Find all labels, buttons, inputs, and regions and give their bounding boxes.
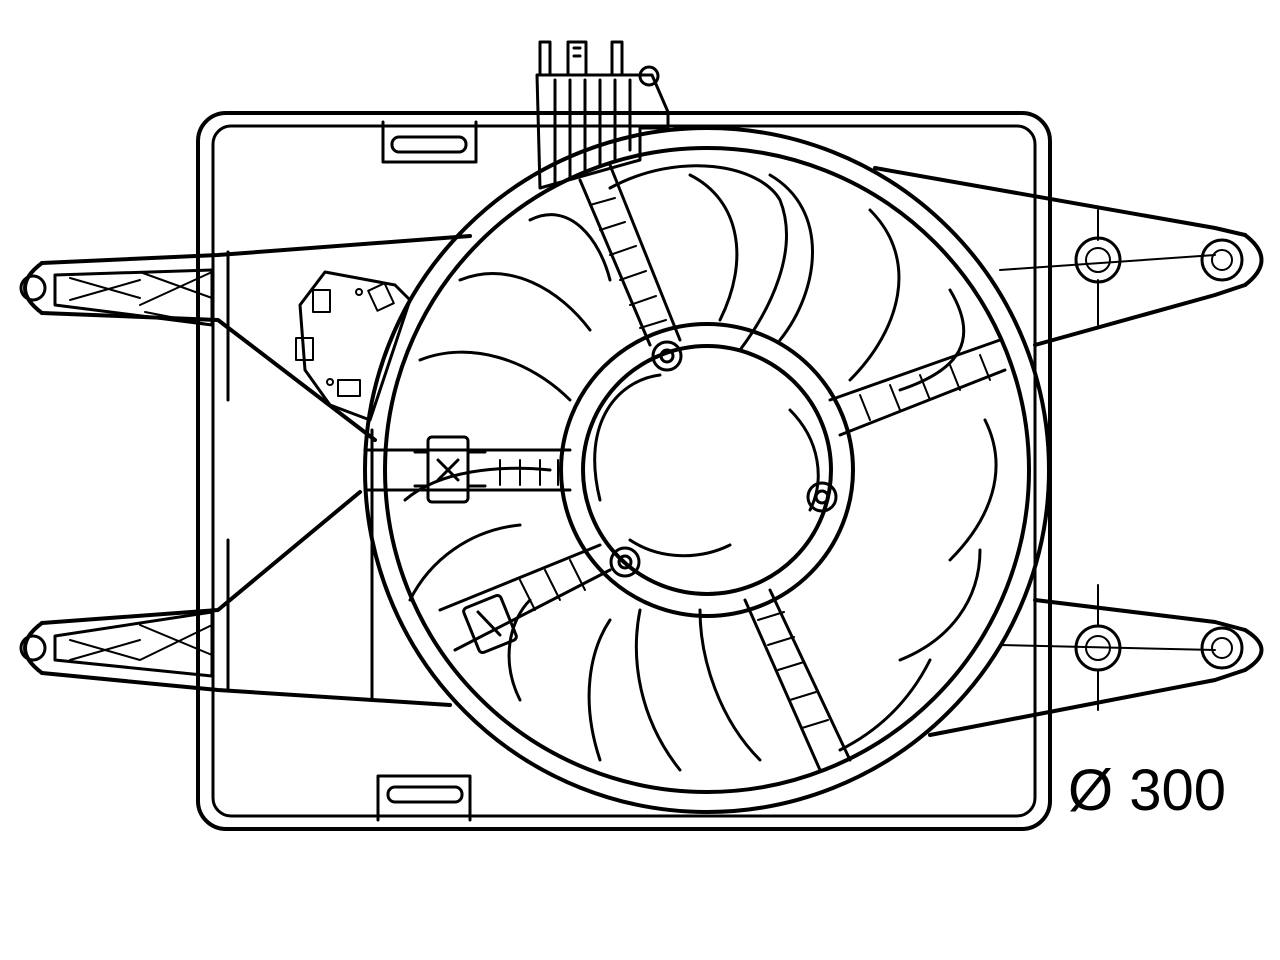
fan-ring [363, 126, 1051, 814]
fan-blades [403, 164, 998, 772]
shroud-struts [363, 163, 1007, 772]
left-lower-bracket [19, 490, 452, 707]
electrical-connector [535, 40, 670, 190]
diameter-label: Ø 300 [1068, 758, 1226, 823]
right-lower-bracket [928, 584, 1264, 737]
fan-hub [559, 322, 855, 618]
resistor-plate [295, 270, 412, 422]
right-upper-bracket [873, 166, 1264, 347]
bottom-mounting-slot [376, 774, 472, 822]
wire-clips [413, 435, 518, 655]
hub-mounting-bosses [609, 340, 838, 578]
top-mounting-slot [381, 120, 478, 164]
shroud-frame [196, 111, 1052, 831]
left-upper-bracket [19, 234, 472, 442]
strut-ribs [499, 197, 991, 729]
